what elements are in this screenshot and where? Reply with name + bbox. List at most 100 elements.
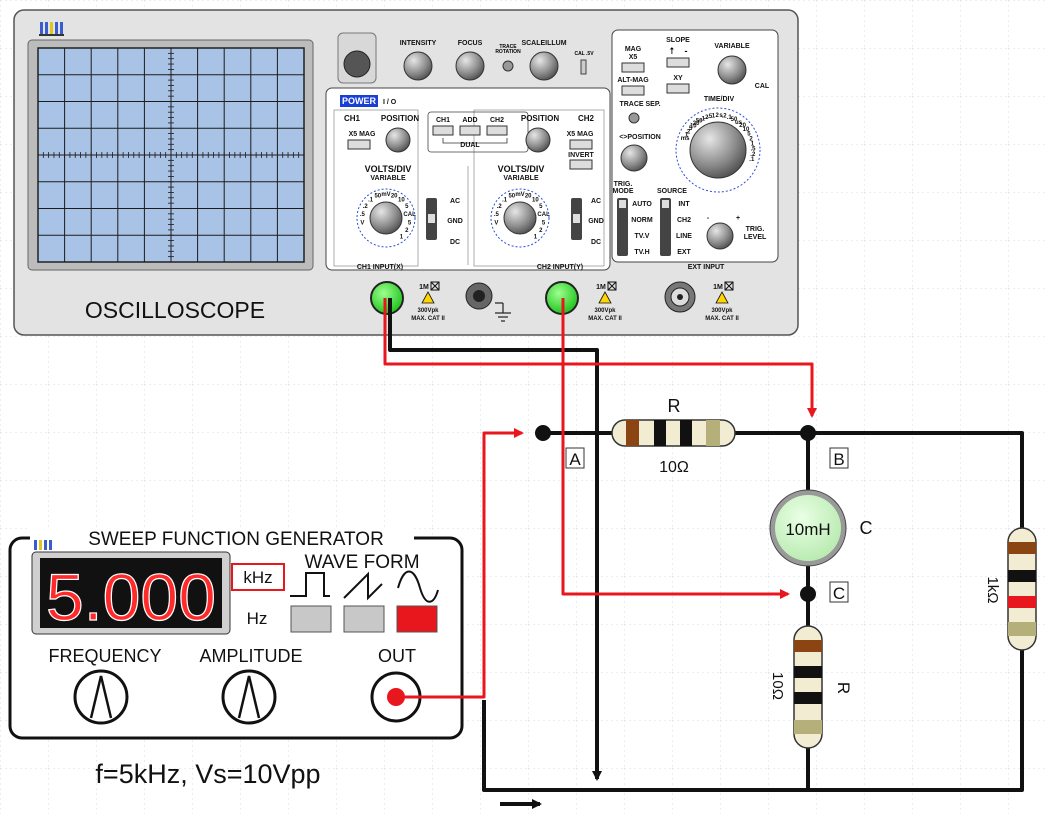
resistor-right-band-4 — [1008, 622, 1036, 636]
ch2-invert-label: INVERT — [568, 152, 594, 159]
intensity-knob[interactable] — [403, 51, 433, 81]
dual-label: DUAL — [460, 142, 480, 149]
trig-level-knob[interactable] — [706, 222, 734, 250]
trig-mode-slider[interactable] — [619, 200, 626, 208]
scope-ground-wire — [388, 298, 602, 781]
ch1-volts-div-knob[interactable] — [369, 201, 403, 235]
ground-icon — [495, 302, 511, 322]
mode-add-label: ADD — [462, 117, 477, 124]
source-slider[interactable] — [662, 200, 669, 208]
ch1-coupling-slider[interactable] — [428, 214, 435, 223]
ch2-x5mag-button[interactable] — [569, 139, 593, 150]
ch2-volts-tick-label: V — [494, 220, 498, 226]
power-button[interactable] — [343, 50, 371, 78]
time-left-tick-label: 2 — [716, 113, 720, 119]
trig-mode-switch[interactable] — [617, 198, 628, 256]
ch1-x5mag-button[interactable] — [347, 139, 371, 150]
ch1-volts-tick-label: .2 — [363, 204, 369, 210]
resistor-top: R 10Ω — [611, 396, 736, 476]
square-wave-button[interactable] — [290, 605, 332, 633]
resistor-right-band-2 — [1008, 570, 1036, 582]
ch1-position-knob[interactable] — [385, 127, 411, 153]
ground-terminal-center — [473, 290, 485, 302]
khz-unit-box — [231, 563, 285, 591]
time-left-tick-label: 1 — [712, 113, 716, 119]
h-position-label: <>POSITION — [619, 134, 661, 141]
sine-wave-button[interactable] — [396, 605, 438, 633]
amplitude-knob[interactable] — [221, 669, 277, 725]
time-left-tick-label: ms — [681, 136, 690, 142]
focus-knob[interactable] — [455, 51, 485, 81]
h-position-knob[interactable] — [620, 144, 648, 172]
mode-add-button[interactable] — [459, 125, 481, 136]
ch1-isolation-icon-mark — [430, 281, 440, 291]
wave-form-label: WAVE FORM — [304, 552, 419, 573]
ch2-position-knob[interactable] — [525, 127, 551, 153]
trig-level-label: TRIG.LEVEL — [744, 226, 767, 241]
resistor-top-body — [611, 419, 736, 447]
vertical-mode-buttons: CH1 ADD CH2 DUAL — [432, 117, 508, 149]
trig-level-minus: - — [707, 215, 710, 222]
sweep-variable-knob[interactable] — [717, 55, 747, 85]
ch1-volts-tick-label: mV — [381, 192, 390, 198]
frequency-knob-pointer — [89, 675, 113, 719]
function-generator: SWEEP FUNCTION GENERATOR 5.000 kHz Hz WA… — [8, 527, 464, 740]
ch2-voltage-rating: 300Vpk — [594, 308, 616, 314]
brand-logo — [39, 22, 64, 36]
ch1-probe-wire — [383, 298, 817, 418]
trig-mode-tvh: TV.H — [634, 249, 649, 256]
trace-sep-screw[interactable] — [628, 112, 640, 124]
resistor-bottom-name: R — [834, 682, 853, 694]
sawtooth-wave-icon — [343, 571, 383, 601]
sawtooth-wave-button[interactable] — [343, 605, 385, 633]
ch1-volts-div-label: VOLTS/DIV — [365, 164, 412, 174]
resistor-bottom: R 10Ω — [769, 625, 853, 749]
oscilloscope-label: OSCILLOSCOPE — [85, 297, 265, 323]
ch1-input-jack[interactable] — [370, 281, 404, 315]
ch2-impedance: 1M — [596, 284, 606, 291]
trig-mode-options: AUTO NORM TV.V TV.H — [631, 201, 653, 256]
cal-terminal[interactable] — [580, 59, 587, 75]
ch2-probe-wire — [561, 298, 790, 599]
generator-title: SWEEP FUNCTION GENERATOR — [88, 529, 384, 550]
ch2-coupling-slider[interactable] — [573, 214, 580, 223]
ch2-volts-div-knob[interactable] — [503, 201, 537, 235]
ch2-variable-label: VARIABLE — [503, 175, 539, 182]
xy-button[interactable] — [666, 83, 690, 94]
alt-mag-button[interactable] — [621, 85, 645, 96]
ext-isolation-icon-mark — [724, 281, 734, 291]
generator-output-wire — [404, 428, 524, 699]
trace-rotation-screw[interactable] — [502, 60, 514, 72]
ch2-section — [473, 109, 605, 267]
time-right-tick-label: .2 — [750, 152, 756, 158]
frequency-knob[interactable] — [73, 669, 129, 725]
ch2-invert-button[interactable] — [569, 159, 593, 170]
resistor-bottom-body — [793, 625, 823, 749]
ch1-volts-tick-label: V — [360, 220, 364, 226]
khz-unit: kHz — [243, 568, 272, 587]
square-wave-icon — [290, 572, 330, 597]
scale-illum-knob[interactable] — [529, 51, 559, 81]
time-right-tick-label: .1 — [749, 157, 755, 163]
time-left-tick-label: .1 — [700, 117, 706, 123]
node-a-dot — [535, 425, 551, 441]
time-div-knob[interactable] — [689, 121, 747, 179]
ch1-volts-scale-ring — [356, 188, 416, 248]
mag-x5-button[interactable] — [621, 62, 645, 73]
ch1-variable-label: VARIABLE — [370, 175, 406, 182]
slope-button[interactable] — [666, 57, 690, 68]
ch1-position-label: POSITION — [381, 114, 419, 123]
resistor-top-band-2 — [654, 420, 666, 446]
time-left-tick-label: 20 — [693, 121, 700, 127]
resistor-top-band-1 — [626, 420, 639, 446]
mode-ch2-button[interactable] — [486, 125, 508, 136]
time-left-tick-label: 2 — [687, 129, 691, 135]
source-switch[interactable] — [660, 198, 671, 256]
resistor-bottom-band-3 — [794, 692, 822, 704]
mode-ch1-button[interactable] — [432, 125, 454, 136]
